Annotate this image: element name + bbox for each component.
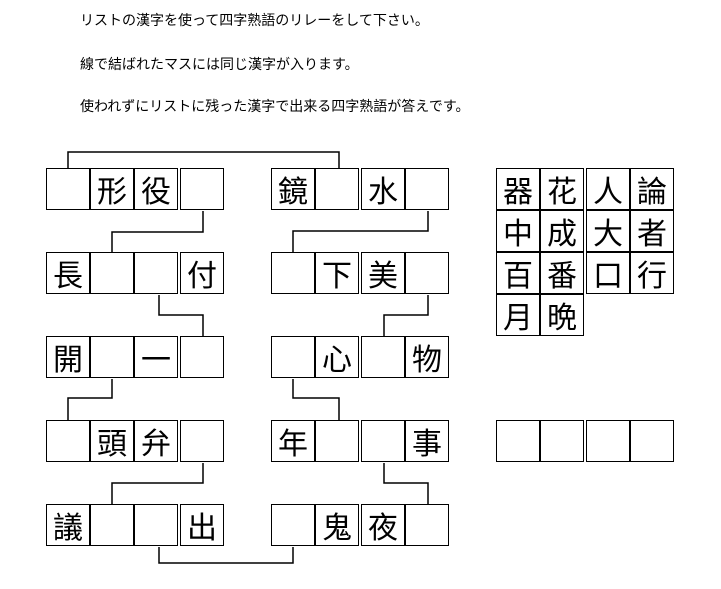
puzzle-cell[interactable]: [271, 504, 315, 546]
connector-line: [67, 379, 113, 420]
puzzle-cell[interactable]: 弁: [134, 420, 178, 462]
puzzle-cell[interactable]: [405, 252, 449, 294]
puzzle-cell[interactable]: [180, 168, 224, 210]
puzzle-cell[interactable]: [361, 336, 405, 378]
puzzle-cell[interactable]: [90, 252, 134, 294]
puzzle-cell[interactable]: [315, 168, 359, 210]
kanji-list-cell: 人: [586, 168, 630, 210]
puzzle-cell[interactable]: 事: [405, 420, 449, 462]
connector-line: [158, 547, 294, 564]
kanji-list-cell: 口: [586, 252, 630, 294]
answer-cell[interactable]: [496, 420, 540, 462]
puzzle-cell[interactable]: [46, 420, 90, 462]
connector-line: [158, 295, 204, 336]
kanji-list-cell: 大: [586, 210, 630, 252]
puzzle-cell[interactable]: [405, 168, 449, 210]
answer-cell[interactable]: [586, 420, 630, 462]
puzzle-cell[interactable]: 水: [361, 168, 405, 210]
puzzle-cell[interactable]: [180, 336, 224, 378]
puzzle-cell[interactable]: 鬼: [315, 504, 359, 546]
puzzle-cell[interactable]: [315, 420, 359, 462]
puzzle-cell[interactable]: 議: [46, 504, 90, 546]
puzzle-cell[interactable]: [271, 252, 315, 294]
kanji-list-cell: 行: [630, 252, 674, 294]
puzzle-cell[interactable]: [46, 168, 90, 210]
answer-cell[interactable]: [630, 420, 674, 462]
kanji-list-cell: 論: [630, 168, 674, 210]
connector-line: [111, 211, 204, 252]
kanji-list-cell: 月: [496, 294, 540, 336]
puzzle-cell[interactable]: [134, 252, 178, 294]
connector-line: [292, 379, 340, 420]
puzzle-cell[interactable]: [271, 336, 315, 378]
kanji-list-cell: 器: [496, 168, 540, 210]
puzzle-cell[interactable]: 美: [361, 252, 405, 294]
puzzle-cell[interactable]: 鏡: [271, 168, 315, 210]
puzzle-cell[interactable]: 年: [271, 420, 315, 462]
connector-line: [383, 295, 429, 336]
kanji-list-cell: 番: [540, 252, 584, 294]
instruction-line-2: 線で結ばれたマスには同じ漢字が入ります。: [80, 57, 359, 73]
puzzle-cell[interactable]: [361, 420, 405, 462]
puzzle-cell[interactable]: 付: [180, 252, 224, 294]
instruction-line-1: リストの漢字を使って四字熟語のリレーをして下さい。: [80, 13, 429, 29]
kanji-list-cell: 花: [540, 168, 584, 210]
answer-cell[interactable]: [540, 420, 584, 462]
puzzle-cell[interactable]: 夜: [361, 504, 405, 546]
puzzle-cell[interactable]: 開: [46, 336, 90, 378]
puzzle-cell[interactable]: 心: [315, 336, 359, 378]
puzzle-cell[interactable]: 下: [315, 252, 359, 294]
connector-line: [111, 463, 204, 504]
kanji-list-cell: 成: [540, 210, 584, 252]
puzzle-cell[interactable]: 物: [405, 336, 449, 378]
puzzle-cell[interactable]: [90, 504, 134, 546]
kanji-list-cell: 中: [496, 210, 540, 252]
kanji-list-cell: 晩: [540, 294, 584, 336]
instruction-line-3: 使われずにリストに残った漢字で出来る四字熟語が答えです。: [80, 99, 470, 115]
connector-line: [383, 463, 429, 504]
puzzle-cell[interactable]: [180, 420, 224, 462]
connector-line: [67, 151, 340, 168]
puzzle-cell[interactable]: 役: [134, 168, 178, 210]
puzzle-cell[interactable]: [134, 504, 178, 546]
kanji-list-cell: 者: [630, 210, 674, 252]
puzzle-cell[interactable]: [90, 336, 134, 378]
puzzle-cell[interactable]: [405, 504, 449, 546]
puzzle-cell[interactable]: 頭: [90, 420, 134, 462]
puzzle-cell[interactable]: 一: [134, 336, 178, 378]
puzzle-cell[interactable]: 形: [90, 168, 134, 210]
puzzle-cell[interactable]: 長: [46, 252, 90, 294]
puzzle-cell[interactable]: 出: [180, 504, 224, 546]
kanji-list-cell: 百: [496, 252, 540, 294]
connector-line: [292, 211, 429, 252]
